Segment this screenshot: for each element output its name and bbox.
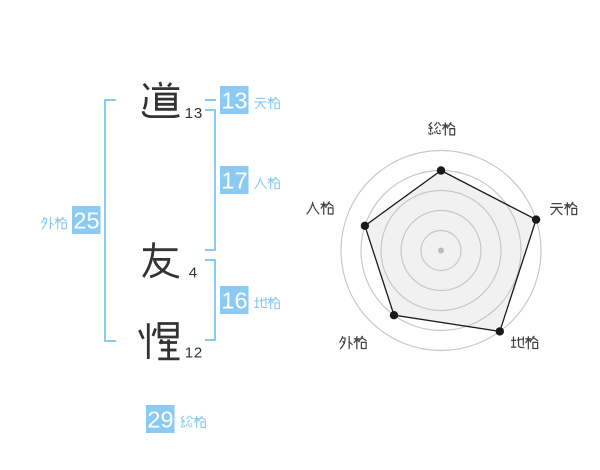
svg-text:4: 4 (189, 265, 198, 282)
svg-text:13: 13 (185, 105, 203, 122)
svg-text:13: 13 (221, 88, 247, 114)
svg-text:16: 16 (221, 288, 247, 314)
svg-text:12: 12 (185, 345, 203, 362)
svg-text:29: 29 (147, 407, 173, 433)
svg-text:25: 25 (73, 208, 99, 234)
svg-text:17: 17 (221, 168, 247, 194)
